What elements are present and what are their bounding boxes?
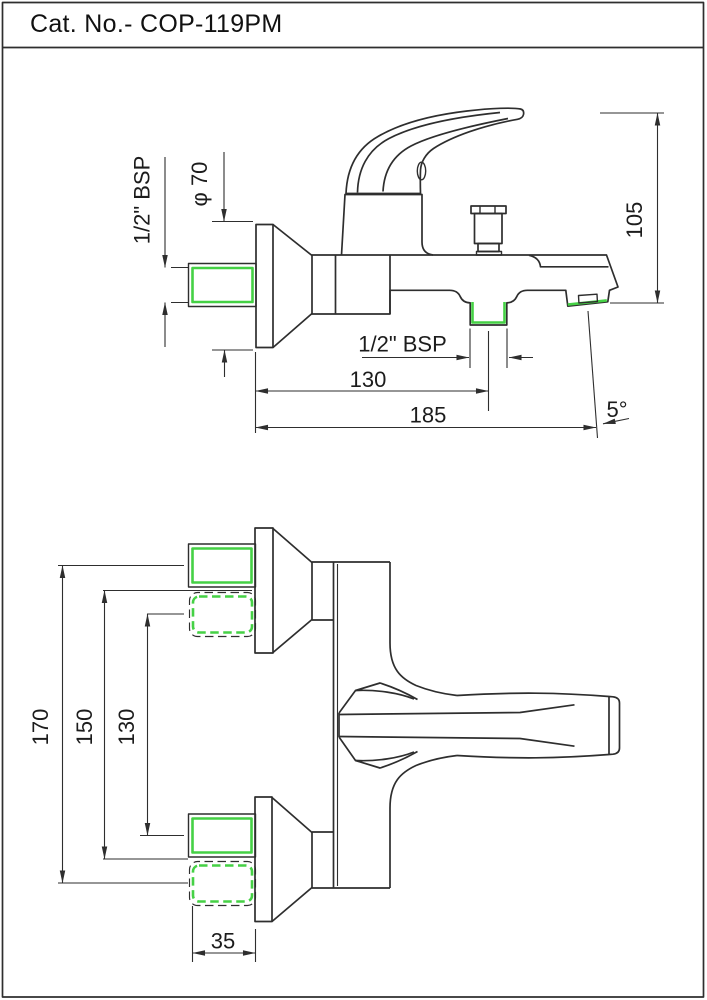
lever-handle-band-2 (382, 117, 509, 192)
diverter-knob-cap (470, 205, 507, 215)
dim-inlet-projection: 35 (191, 906, 257, 962)
dim-label-spout-projection: 130 (350, 367, 387, 392)
lever-blade-edges (456, 692, 610, 759)
diverter-knob-stem (477, 242, 500, 253)
dim-inlet-thread: 1/2" BSP (130, 156, 189, 347)
diverter-knob-foot (475, 250, 503, 256)
wall-flange-cone (272, 223, 313, 349)
catalog-number: Cat. No.- COP-119PM (30, 10, 283, 38)
tub-outlet-highlight (471, 302, 506, 324)
side-view: φ 70 1/2" BSP 105 1/2" BSP 130 185 (130, 107, 664, 439)
pv-faucet (187, 527, 621, 923)
body-scurve-lower (389, 754, 458, 809)
bottom-inlet-alt-outline (188, 860, 257, 907)
bottom-flange-plate (254, 796, 273, 923)
dim-label-flange-diameter: φ 70 (187, 162, 212, 207)
lever-end-cap (608, 695, 621, 756)
top-inlet-outline (187, 543, 257, 588)
bottom-flange-cone (271, 796, 313, 923)
dim-outlet-thread: 1/2" BSP (358, 328, 533, 368)
lever-handle-outline (345, 107, 525, 195)
dim-label-outlet-thread: 1/2" BSP (358, 332, 447, 357)
top-inlet-highlight (191, 547, 253, 584)
shower-outlet-insert (577, 293, 599, 304)
dim-label-inlet-projection: 35 (211, 929, 235, 954)
extension-lines (469, 328, 508, 368)
bottom-inlet-highlight (191, 817, 253, 854)
handle-screw-cover (416, 161, 427, 181)
bottom-flange-hub (311, 831, 334, 888)
bottom-inlet-outline (187, 813, 257, 858)
angle-leader (602, 417, 630, 425)
dim-spout-projection: 130 (254, 331, 490, 433)
dim-spout-angle: 5° (587, 310, 630, 439)
bottom-inlet-alt-highlight (191, 864, 254, 903)
lever-rosette-outline (338, 682, 418, 769)
dim-label-overall-projection: 185 (410, 403, 447, 428)
hub-dividers (334, 255, 391, 314)
lever-rosette-facets (355, 689, 415, 762)
dim-overall-height: 105 (600, 112, 664, 304)
dim-inlet-centers: 170 150 130 (28, 564, 252, 884)
top-flange-cone (272, 527, 313, 654)
diverter-knob-body (473, 212, 503, 245)
wall-flange-plate (255, 223, 274, 349)
inlet-nipple-outline (187, 262, 257, 308)
dim-label-inlet-thread: 1/2" BSP (130, 156, 155, 245)
extension-lines (212, 220, 253, 351)
lever-center-lines (338, 703, 575, 748)
diverter-knob-knurls (479, 206, 496, 214)
dim-flange-diameter: φ 70 (187, 152, 253, 377)
dim-label-overall-height: 105 (622, 202, 647, 239)
top-inlet-alt-outline (188, 591, 257, 638)
dim-label-max-inlet-distance: 170 (28, 709, 53, 746)
plan-view: 170 150 130 35 (28, 527, 621, 962)
dim-label-mid-inlet-distance: 150 (72, 709, 97, 746)
inlet-nipple-highlight (191, 266, 254, 304)
body-barrel-outline (311, 254, 619, 326)
extension-lines (58, 564, 252, 884)
top-flange-plate (254, 527, 274, 654)
body-edges (312, 561, 391, 889)
body-scurve-upper (389, 642, 458, 697)
spout-inner-line (528, 254, 609, 268)
top-inlet-alt-highlight (191, 595, 254, 634)
dim-label-spout-angle: 5° (606, 397, 627, 422)
angled-extension-line (587, 310, 599, 439)
sv-faucet (187, 107, 619, 349)
cartridge-housing (340, 193, 434, 256)
dim-overall-projection: 185 (255, 403, 597, 431)
top-flange-hub (311, 562, 334, 621)
lever-handle-band-1 (356, 111, 501, 193)
dim-label-min-inlet-distance: 130 (114, 709, 139, 746)
extension-lines (171, 266, 189, 304)
